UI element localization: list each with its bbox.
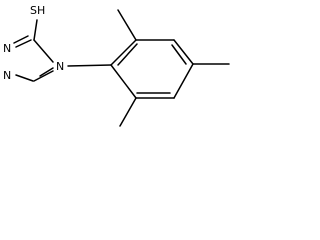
bond-methyl-top (117, 9, 137, 41)
bond-ar-c4-c5 (173, 63, 194, 99)
bond-n4-aryl (67, 64, 112, 67)
bond-methyl-bottom (119, 97, 137, 127)
bond-c3-n2 (15, 39, 32, 48)
bond-ar-c1-c2 (110, 39, 137, 66)
bond-ar-inner-1 (117, 43, 138, 66)
atom-label-n2: N (3, 69, 11, 82)
atom-label-n1: N (3, 42, 11, 55)
bond-n4-c3 (33, 39, 54, 63)
bond-n1-c5 (15, 74, 34, 82)
molecule-structure: SH N N N (3, 4, 230, 127)
atom-label-sh: SH (30, 4, 45, 17)
bond-ar-inner-2 (171, 44, 187, 65)
bond-c5-n4 (33, 70, 54, 82)
bond-c3-n2-double (13, 35, 29, 44)
atom-label-n4: N (56, 60, 64, 73)
bond-ar-c3-c4 (173, 39, 194, 65)
bond-c5-n4-double (39, 67, 54, 77)
bond-ar-c6-c1 (110, 64, 137, 99)
bond-c3-s (33, 19, 38, 41)
